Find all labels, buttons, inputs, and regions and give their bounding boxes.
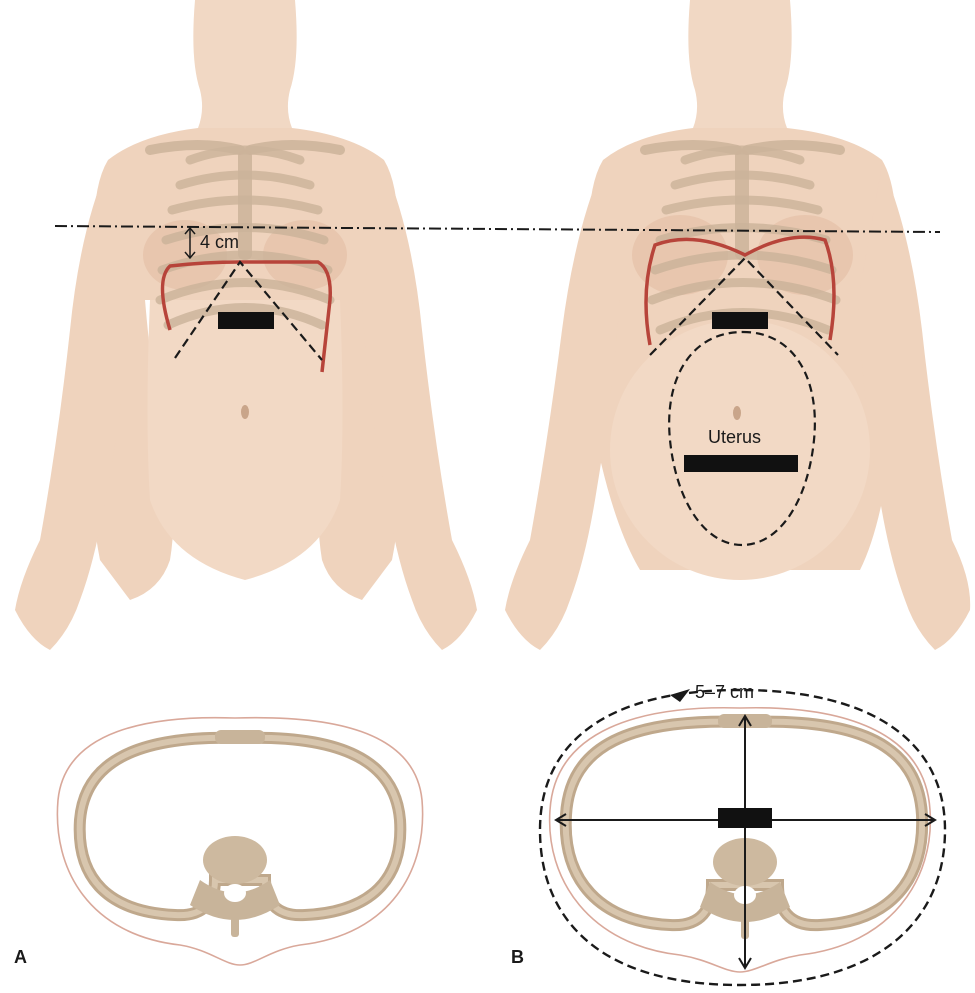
torso-nonpregnant: 4 cm — [15, 0, 477, 650]
left-arm-b — [505, 165, 620, 650]
sternum-b — [735, 150, 749, 260]
head-neck-b — [688, 0, 791, 128]
redacted-measure-b — [718, 808, 772, 828]
torso-pregnant: Uterus — [505, 0, 970, 650]
redacted-label-a — [218, 312, 274, 329]
redacted-label-b — [712, 312, 768, 329]
navel-a — [241, 405, 249, 419]
left-arm-a — [15, 165, 130, 650]
rise-label-a: 4 cm — [200, 232, 239, 252]
sternum-a — [238, 150, 252, 260]
cross-section-a: A — [14, 718, 423, 967]
panel-letter-a: A — [14, 947, 27, 967]
abdomen-a — [148, 300, 343, 580]
sternum-section-a — [215, 730, 265, 744]
uterus-label: Uterus — [708, 427, 761, 447]
circumference-label-b: 5–7 cm — [695, 682, 754, 702]
right-arm-a — [362, 165, 477, 650]
circumference-arrow — [670, 689, 690, 702]
redacted-label-uterus — [684, 455, 798, 472]
cross-section-b: 5–7 cm B — [511, 682, 945, 985]
panel-letter-b: B — [511, 947, 524, 967]
right-arm-b — [858, 165, 970, 650]
head-neck-a — [193, 0, 296, 128]
navel-b — [733, 406, 741, 420]
belly-b — [610, 320, 870, 580]
